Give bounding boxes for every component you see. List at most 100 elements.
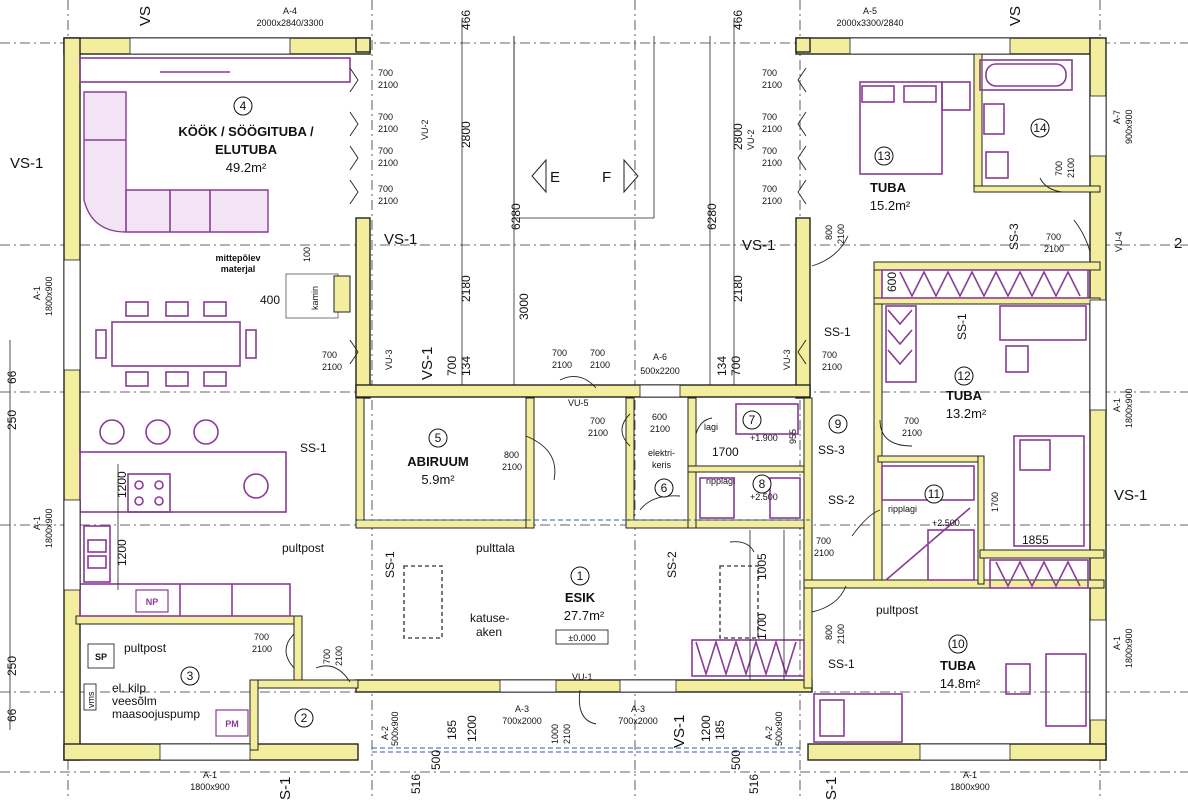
room-area: 14.8m² bbox=[940, 676, 981, 691]
svg-text:800: 800 bbox=[824, 225, 834, 240]
svg-text:700: 700 bbox=[822, 350, 837, 360]
svg-text:2100: 2100 bbox=[588, 428, 608, 438]
svg-text:2100: 2100 bbox=[1066, 158, 1076, 178]
dimension: 955 bbox=[788, 429, 798, 444]
svg-text:700: 700 bbox=[378, 146, 393, 156]
window-size: 2000x2840/3300 bbox=[256, 18, 323, 28]
room-number-circle bbox=[742, 410, 762, 430]
wall-label: SS-1 bbox=[824, 325, 851, 339]
room-number: 3 bbox=[187, 669, 194, 683]
svg-text:500: 500 bbox=[429, 750, 443, 770]
wall-label: SS-3 bbox=[1007, 223, 1021, 250]
wall-label: SS-2 bbox=[665, 551, 679, 578]
svg-text:600: 600 bbox=[885, 272, 899, 292]
wall-label: SS-1 bbox=[955, 313, 969, 340]
window-code: A-3 bbox=[631, 704, 645, 714]
room-number-circle bbox=[948, 634, 968, 654]
section-2: 2 bbox=[1174, 235, 1182, 252]
svg-text:2100: 2100 bbox=[762, 158, 782, 168]
svg-text:134: 134 bbox=[459, 356, 473, 376]
svg-text:1700: 1700 bbox=[755, 613, 769, 640]
svg-text:2100: 2100 bbox=[252, 644, 272, 654]
svg-text:2100: 2100 bbox=[836, 224, 846, 244]
svg-text:2100: 2100 bbox=[378, 80, 398, 90]
room-number-circle bbox=[428, 428, 448, 448]
room-area: 5.9m² bbox=[421, 472, 455, 487]
room-number: 10 bbox=[951, 637, 965, 651]
window-code: A-1 bbox=[203, 770, 217, 780]
wall-label: VS-1 bbox=[10, 155, 43, 172]
pm-label: PM bbox=[225, 719, 239, 729]
vms-label: vms bbox=[86, 691, 96, 708]
skylight-label: katuse- bbox=[470, 611, 509, 625]
window-code: A-3 bbox=[515, 704, 529, 714]
svg-text:2100: 2100 bbox=[814, 548, 834, 558]
window-code: A-5 bbox=[863, 6, 877, 16]
dimension: 1855 bbox=[1022, 533, 1049, 547]
room-label: keris bbox=[652, 460, 672, 470]
wall-label: S-1 bbox=[277, 777, 294, 800]
opening-code: VU-3 bbox=[782, 349, 792, 370]
dimension: 1700 bbox=[990, 492, 1000, 512]
svg-text:2100: 2100 bbox=[1044, 244, 1064, 254]
room-number-circle bbox=[294, 708, 314, 728]
sp-box bbox=[87, 643, 115, 669]
svg-text:600: 600 bbox=[652, 412, 667, 422]
wall-label: VS bbox=[1007, 6, 1024, 26]
np-box bbox=[135, 589, 169, 613]
svg-text:6280: 6280 bbox=[705, 203, 719, 230]
np-label: NP bbox=[146, 597, 159, 607]
svg-text:2100: 2100 bbox=[836, 624, 846, 644]
pultpost-label: pultpost bbox=[124, 641, 167, 655]
room-name: ESIK bbox=[565, 590, 596, 605]
room-name: TUBA bbox=[870, 180, 907, 195]
room-number-circle bbox=[570, 566, 590, 586]
equipment-label: maasoojuspump bbox=[112, 707, 200, 721]
window-code: A-4 bbox=[283, 6, 297, 16]
window-size: 1800x900 bbox=[44, 276, 54, 316]
svg-text:516: 516 bbox=[747, 774, 761, 794]
svg-text:700: 700 bbox=[762, 112, 777, 122]
svg-text:2100: 2100 bbox=[378, 124, 398, 134]
svg-text:2100: 2100 bbox=[502, 462, 522, 472]
wall-label: S-1 bbox=[823, 777, 840, 800]
room-number-circle bbox=[828, 414, 848, 434]
wall-label: VS-1 bbox=[419, 347, 436, 380]
room-number-circle bbox=[1030, 118, 1050, 138]
window-size: 900x900 bbox=[1124, 109, 1134, 144]
windows-graphics bbox=[63, 37, 1107, 761]
svg-text:2100: 2100 bbox=[762, 196, 782, 206]
wall-label: VS-1 bbox=[1114, 487, 1147, 504]
opening-code: VU-5 bbox=[568, 398, 589, 408]
svg-text:700: 700 bbox=[904, 416, 919, 426]
svg-text:2100: 2100 bbox=[762, 124, 782, 134]
window-code: A-2 bbox=[380, 726, 390, 740]
svg-text:700: 700 bbox=[378, 112, 393, 122]
room-name: ABIRUUM bbox=[407, 454, 468, 469]
wall-label: SS-3 bbox=[818, 443, 845, 457]
svg-text:700: 700 bbox=[445, 356, 459, 376]
svg-text:1200: 1200 bbox=[115, 539, 129, 566]
room-number: 5 bbox=[435, 431, 442, 445]
svg-text:800: 800 bbox=[824, 625, 834, 640]
svg-text:700: 700 bbox=[322, 649, 332, 664]
window-size: 1800x900 bbox=[190, 782, 230, 792]
svg-text:2100: 2100 bbox=[590, 360, 610, 370]
room-name: TUBA bbox=[940, 658, 977, 673]
room-number-circle bbox=[752, 474, 772, 494]
doors bbox=[285, 67, 1091, 725]
window-code: A-1 bbox=[1112, 398, 1122, 412]
window-size: 1800x900 bbox=[44, 508, 54, 548]
svg-text:700: 700 bbox=[378, 184, 393, 194]
svg-text:2800: 2800 bbox=[731, 123, 745, 150]
svg-text:2100: 2100 bbox=[562, 724, 572, 744]
dimension: 100 bbox=[302, 247, 312, 262]
svg-text:3000: 3000 bbox=[517, 293, 531, 320]
window-code: A-2 bbox=[764, 726, 774, 740]
window-size: 1800x900 bbox=[950, 782, 990, 792]
window-size: 700x2000 bbox=[618, 716, 658, 726]
svg-text:700: 700 bbox=[816, 536, 831, 546]
room-number: 6 bbox=[661, 481, 668, 495]
opening-code: VU-2 bbox=[746, 129, 756, 150]
